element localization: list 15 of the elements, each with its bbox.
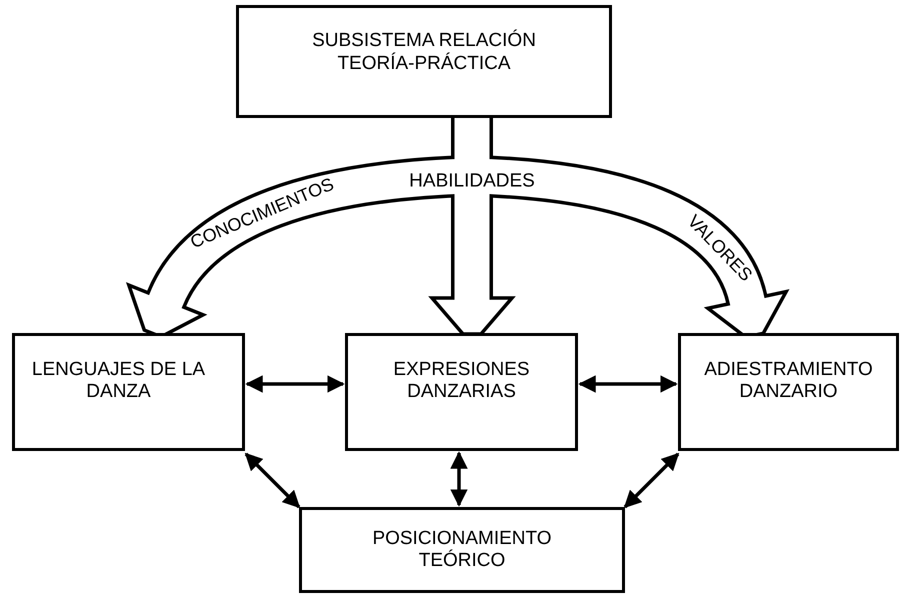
process-box — [12, 333, 245, 451]
process-box — [299, 507, 625, 593]
box-label: ADIESTRAMIENTO DANZARIO — [703, 358, 874, 404]
double-arrow — [624, 452, 680, 508]
box-label: EXPRESIONES DANZARIAS — [392, 358, 531, 404]
box-label: POSICIONAMIENTO TEÓRICO — [371, 528, 553, 572]
double-arrow — [578, 375, 678, 393]
box-label: SUBSISTEMA RELACIÓN TEORÍA-PRÁCTICA — [311, 30, 537, 75]
process-box — [345, 333, 578, 451]
double-arrow — [450, 451, 468, 507]
double-arrow — [245, 375, 345, 393]
double-arrow — [244, 452, 300, 508]
process-box — [678, 333, 899, 451]
process-box — [236, 5, 612, 118]
box-label: LENGUAJES DE LA DANZA — [30, 358, 206, 404]
